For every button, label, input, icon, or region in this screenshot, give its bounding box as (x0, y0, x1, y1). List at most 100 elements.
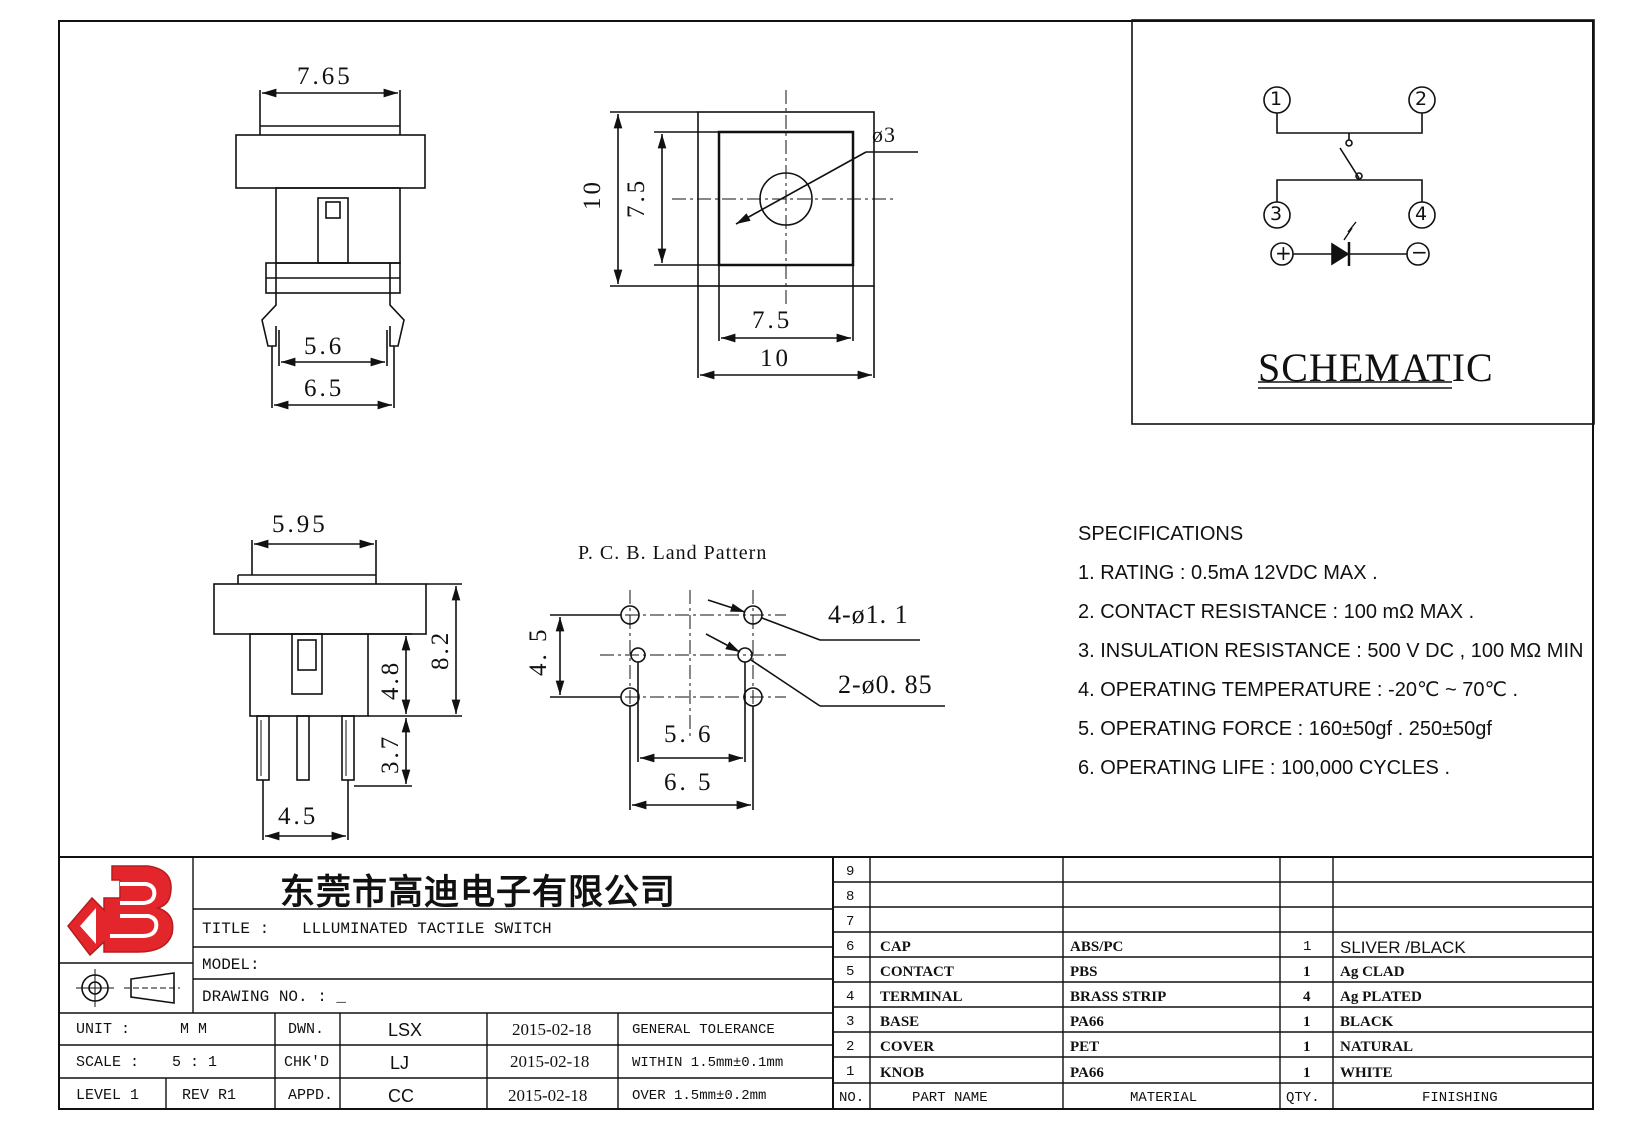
schematic-pin-2: 2 (1415, 88, 1428, 110)
appd-value: CC (388, 1086, 414, 1106)
dim-pcb-pitch-v: 4. 5 (525, 626, 552, 677)
chk-label: CHK'D (284, 1054, 330, 1071)
dim-side-top-width: 7.65 (297, 63, 353, 90)
part-no: 5 (846, 964, 855, 980)
part-material: ABS/PC (1070, 939, 1124, 955)
tolerance-label: GENERAL TOLERANCE (632, 1022, 775, 1038)
part-name: CONTACT (880, 964, 954, 980)
tolerance-within: WITHIN 1.5mm±0.1mm (632, 1055, 784, 1071)
pcb-land-pattern (550, 590, 945, 810)
part-name: TERMINAL (880, 989, 963, 1005)
schematic-led-minus: − (1411, 240, 1428, 264)
part-material: PBS (1070, 964, 1098, 980)
company-logo (67, 865, 174, 957)
dim-front-total-h: 8.2 (427, 629, 454, 670)
scale-value: 5 : 1 (172, 1054, 218, 1071)
schematic-pin-4: 4 (1415, 203, 1428, 225)
parts-empty-row-no: 8 (846, 889, 855, 905)
spec-item: 5. OPERATING FORCE : 160±50gf . 250±50gf (1078, 718, 1492, 740)
spec-item: 1. RATING : 0.5mA 12VDC MAX . (1078, 562, 1378, 584)
parts-empty-row-no: 9 (846, 864, 855, 880)
part-no: 6 (846, 939, 855, 955)
scale-label: SCALE : (76, 1054, 140, 1071)
part-no: 3 (846, 1014, 855, 1030)
part-no: 4 (846, 989, 855, 1005)
chk-value: LJ (390, 1053, 410, 1073)
model-label: MODEL: (202, 956, 260, 974)
dim-side-pin-outer: 6.5 (304, 375, 345, 402)
dim-pcb-outer-w: 6. 5 (664, 769, 714, 796)
dim-top-hole: ø3 (872, 122, 896, 147)
part-qty: 4 (1303, 989, 1311, 1005)
part-qty: 1 (1303, 964, 1311, 980)
drawing-frame (58, 20, 1594, 1110)
front-view (213, 539, 462, 841)
part-finishing: NATURAL (1340, 1039, 1414, 1055)
company-name: 东莞市高迪电子有限公司 (280, 873, 677, 913)
schematic-pin-1: 1 (1270, 88, 1283, 110)
parts-header-no: NO. (839, 1090, 865, 1106)
part-qty: 1 (1303, 1065, 1311, 1081)
appd-label: APPD. (288, 1087, 334, 1104)
part-qty: 1 (1303, 1039, 1311, 1055)
unit-label: UNIT : (76, 1021, 131, 1038)
part-no: 1 (846, 1064, 855, 1080)
dwn-value: LSX (388, 1020, 423, 1040)
parts-empty-row-no: 7 (846, 914, 855, 930)
part-name: CAP (880, 939, 911, 955)
dim-pcb-inner-w: 5. 6 (664, 721, 714, 748)
part-finishing: Ag CLAD (1340, 964, 1405, 980)
dim-pcb-hole-big: 4-ø1. 1 (828, 600, 909, 629)
spec-item: 4. OPERATING TEMPERATURE : -20℃ ~ 70℃ . (1078, 679, 1519, 701)
title-value: LLLUMINATED TACTILE SWITCH (302, 920, 552, 938)
part-name: BASE (880, 1014, 920, 1030)
part-finishing: SLIVER /BLACK (1340, 938, 1466, 957)
chk-date: 2015-02-18 (510, 1052, 590, 1071)
part-qty: 1 (1303, 939, 1312, 955)
parts-header-qty: QTY. (1286, 1090, 1320, 1106)
spec-item: 2. CONTACT RESISTANCE : 100 mΩ MAX . (1078, 601, 1475, 623)
appd-date: 2015-02-18 (508, 1086, 588, 1105)
dim-front-pin-len: 3.7 (377, 733, 404, 774)
part-name: COVER (880, 1039, 935, 1055)
specifications-heading: SPECIFICATIONS (1078, 523, 1244, 545)
tolerance-over: OVER 1.5mm±0.2mm (632, 1088, 767, 1104)
level-label: LEVEL 1 (76, 1087, 140, 1104)
side-view (235, 88, 426, 410)
schematic-box (1131, 19, 1595, 425)
unit-value: M M (180, 1021, 208, 1038)
spec-item: 3. INSULATION RESISTANCE : 500 V DC , 10… (1078, 640, 1584, 662)
dim-top-outer-w: 10 (760, 345, 791, 372)
part-material: PET (1070, 1039, 1100, 1055)
part-material: BRASS STRIP (1070, 989, 1167, 1005)
schematic-led-plus: + (1275, 241, 1292, 265)
part-qty: 1 (1303, 1014, 1311, 1030)
drawing-no-label: DRAWING NO. : _ (202, 988, 347, 1006)
spec-item: 6. OPERATING LIFE : 100,000 CYCLES . (1078, 757, 1451, 779)
schematic-pin-3: 3 (1270, 203, 1283, 225)
part-finishing: Ag PLATED (1340, 989, 1422, 1005)
parts-header-material: MATERIAL (1130, 1090, 1198, 1106)
dwn-label: DWN. (288, 1021, 325, 1038)
dim-top-inner-w: 7.5 (752, 307, 793, 334)
top-view (610, 90, 918, 380)
dim-pcb-hole-small: 2-ø0. 85 (838, 670, 933, 699)
dim-front-top-width: 5.95 (272, 511, 328, 538)
dwn-date: 2015-02-18 (512, 1020, 592, 1039)
part-finishing: WHITE (1340, 1065, 1393, 1081)
part-material: PA66 (1070, 1065, 1104, 1081)
dim-front-pin-span: 4.5 (278, 803, 319, 830)
part-finishing: BLACK (1340, 1014, 1394, 1030)
rev-label: REV R1 (182, 1087, 237, 1104)
dim-side-pin-inner: 5.6 (304, 333, 345, 360)
projection-symbol (76, 969, 180, 1007)
part-name: KNOB (880, 1065, 925, 1081)
specifications: SPECIFICATIONS 1. RATING : 0.5mA 12VDC M… (1078, 522, 1583, 795)
schematic-title: SCHEMATIC (1258, 345, 1494, 390)
title-block-lines (58, 856, 1594, 1110)
pcb-title: P. C. B. Land Pattern (578, 542, 768, 564)
dim-top-outer-h: 10 (579, 179, 606, 210)
dim-front-body-h: 4.8 (377, 659, 404, 700)
part-material: PA66 (1070, 1014, 1104, 1030)
